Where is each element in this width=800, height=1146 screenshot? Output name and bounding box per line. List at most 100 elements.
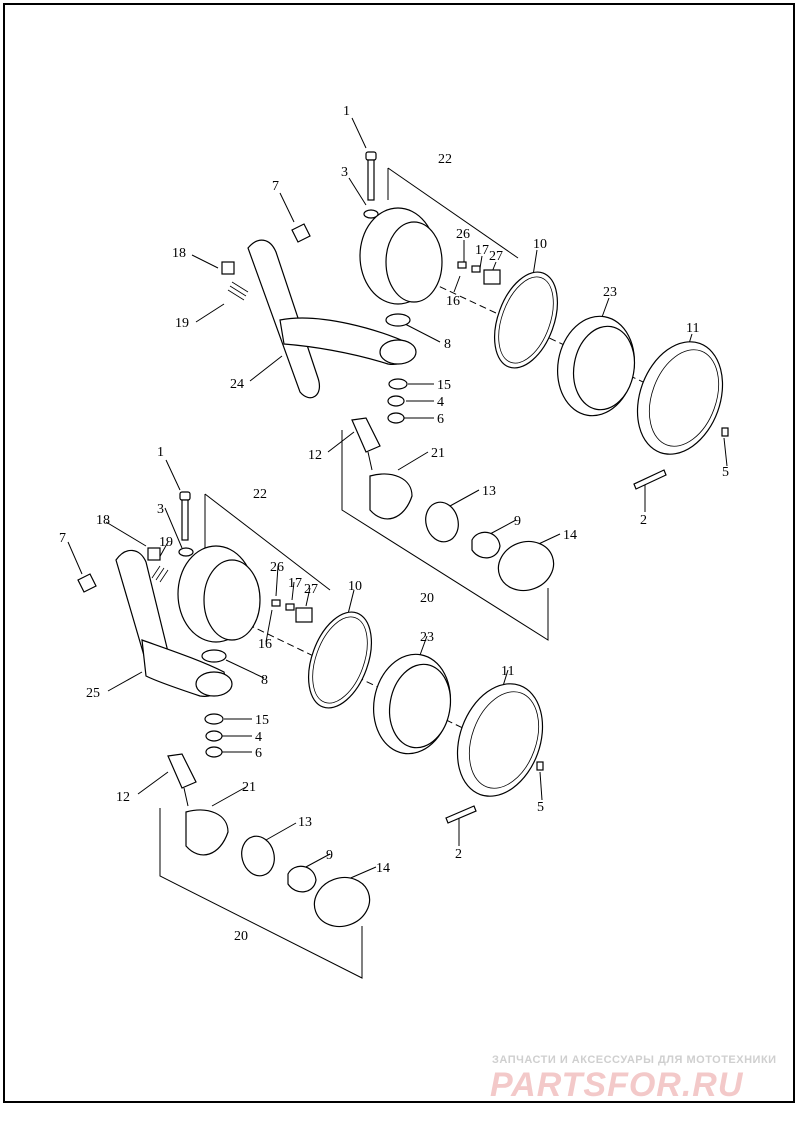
callout-label: 8 bbox=[261, 673, 268, 688]
spacer-15 bbox=[204, 713, 224, 725]
callout-label: 5 bbox=[537, 800, 544, 815]
callout-label: 17 bbox=[475, 243, 489, 258]
callout-label: 23 bbox=[420, 630, 434, 645]
callout-label: 27 bbox=[489, 249, 503, 264]
callout-label: 25 bbox=[86, 686, 100, 701]
callout-label: 6 bbox=[255, 746, 262, 761]
callout-label: 1 bbox=[343, 104, 350, 119]
clip-18 bbox=[147, 547, 161, 561]
bulb-9 bbox=[287, 865, 317, 893]
callout-label: 24 bbox=[230, 377, 244, 392]
callout-label: 7 bbox=[272, 179, 279, 194]
terminal-17 bbox=[471, 265, 481, 273]
screw-2 bbox=[445, 805, 477, 824]
callout-label: 12 bbox=[116, 790, 130, 805]
bolt-1 bbox=[365, 151, 377, 201]
clip-18 bbox=[221, 261, 235, 275]
washer-3 bbox=[363, 209, 379, 219]
callout-label: 8 bbox=[444, 337, 451, 352]
callout-label: 1 bbox=[157, 445, 164, 460]
trim-ring-11 bbox=[636, 341, 724, 455]
lockwasher-4 bbox=[387, 395, 405, 407]
headlamp-23 bbox=[556, 315, 636, 417]
connector-27 bbox=[295, 607, 313, 623]
callout-label: 9 bbox=[514, 514, 521, 529]
headlamp-23 bbox=[372, 653, 452, 755]
screw-2 bbox=[633, 469, 667, 490]
washer-8 bbox=[201, 649, 227, 663]
trim-ring-11 bbox=[456, 683, 544, 797]
connector-27 bbox=[483, 269, 501, 285]
callout-label: 21 bbox=[431, 446, 445, 461]
spacer-15 bbox=[388, 378, 408, 390]
callout-label: 16 bbox=[258, 637, 272, 652]
lockwasher-4 bbox=[205, 730, 223, 742]
nut-6 bbox=[205, 746, 223, 758]
ring-10 bbox=[494, 271, 558, 369]
washer-8 bbox=[385, 313, 411, 327]
wire-connector-19 bbox=[227, 281, 249, 301]
callout-label: 18 bbox=[172, 246, 186, 261]
callout-label: 12 bbox=[308, 448, 322, 463]
stem-12 bbox=[167, 753, 197, 789]
screw-5 bbox=[721, 427, 729, 437]
ring-10 bbox=[308, 611, 372, 709]
callout-label: 15 bbox=[255, 713, 269, 728]
lower-assembly bbox=[67, 459, 544, 979]
lower-callout-labels: 1 3 7 18 19 22 26 17 27 16 10 23 11 8 25… bbox=[59, 445, 544, 944]
callout-label: 4 bbox=[437, 395, 444, 410]
terminal-26 bbox=[271, 599, 281, 607]
callout-label: 27 bbox=[304, 582, 318, 597]
cap-nut-7 bbox=[77, 573, 97, 593]
callout-label: 22 bbox=[253, 487, 267, 502]
upper-callout-labels: 1 3 7 18 19 22 26 17 27 16 10 23 11 8 24… bbox=[172, 104, 729, 606]
nut-6 bbox=[387, 412, 405, 424]
callout-label: 7 bbox=[59, 531, 66, 546]
cap-nut-7 bbox=[291, 223, 311, 243]
callout-label: 2 bbox=[455, 847, 462, 862]
callout-label: 15 bbox=[437, 378, 451, 393]
callout-label: 18 bbox=[96, 513, 110, 528]
callout-label: 16 bbox=[446, 294, 460, 309]
callout-label: 3 bbox=[341, 165, 348, 180]
callout-label: 26 bbox=[270, 560, 284, 575]
watermark-tagline: ЗАПЧАСТИ И АКСЕССУАРЫ ДЛЯ МОТОТЕХНИКИ bbox=[492, 1054, 777, 1066]
stem-12 bbox=[351, 417, 381, 453]
callout-label: 13 bbox=[482, 484, 496, 499]
socket-13 bbox=[241, 835, 275, 877]
callout-label: 11 bbox=[501, 664, 514, 679]
callout-label: 19 bbox=[159, 535, 173, 550]
callout-label: 17 bbox=[288, 576, 302, 591]
callout-label: 22 bbox=[438, 152, 452, 167]
signal-housing-21 bbox=[369, 473, 413, 520]
callout-label: 26 bbox=[456, 227, 470, 242]
callout-label: 6 bbox=[437, 412, 444, 427]
headlamp-housing-22 bbox=[359, 207, 443, 305]
terminal-17 bbox=[285, 603, 295, 611]
callout-label: 5 bbox=[722, 465, 729, 480]
callout-label: 4 bbox=[255, 730, 262, 745]
watermark: ЗАПЧАСТИ И АКСЕССУАРЫ ДЛЯ МОТОТЕХНИКИ PA… bbox=[490, 1054, 777, 1104]
callout-label: 2 bbox=[640, 513, 647, 528]
callout-label: 20 bbox=[234, 929, 248, 944]
washer-3 bbox=[178, 547, 194, 557]
socket-13 bbox=[425, 501, 459, 543]
callout-label: 10 bbox=[533, 237, 547, 252]
callout-label: 14 bbox=[563, 528, 577, 543]
upper-assembly bbox=[191, 117, 729, 641]
headlamp-housing-22 bbox=[177, 545, 261, 643]
screw-5 bbox=[536, 761, 544, 771]
bulb-9 bbox=[471, 531, 501, 559]
callout-label: 11 bbox=[686, 321, 699, 336]
wire-connector-19 bbox=[151, 565, 169, 583]
lens-14 bbox=[497, 540, 555, 592]
lens-14 bbox=[313, 876, 371, 928]
callout-label: 13 bbox=[298, 815, 312, 830]
callout-label: 23 bbox=[603, 285, 617, 300]
callout-label: 14 bbox=[376, 861, 390, 876]
callout-label: 19 bbox=[175, 316, 189, 331]
callout-label: 3 bbox=[157, 502, 164, 517]
signal-housing-21 bbox=[185, 809, 229, 856]
callout-label: 20 bbox=[420, 591, 434, 606]
